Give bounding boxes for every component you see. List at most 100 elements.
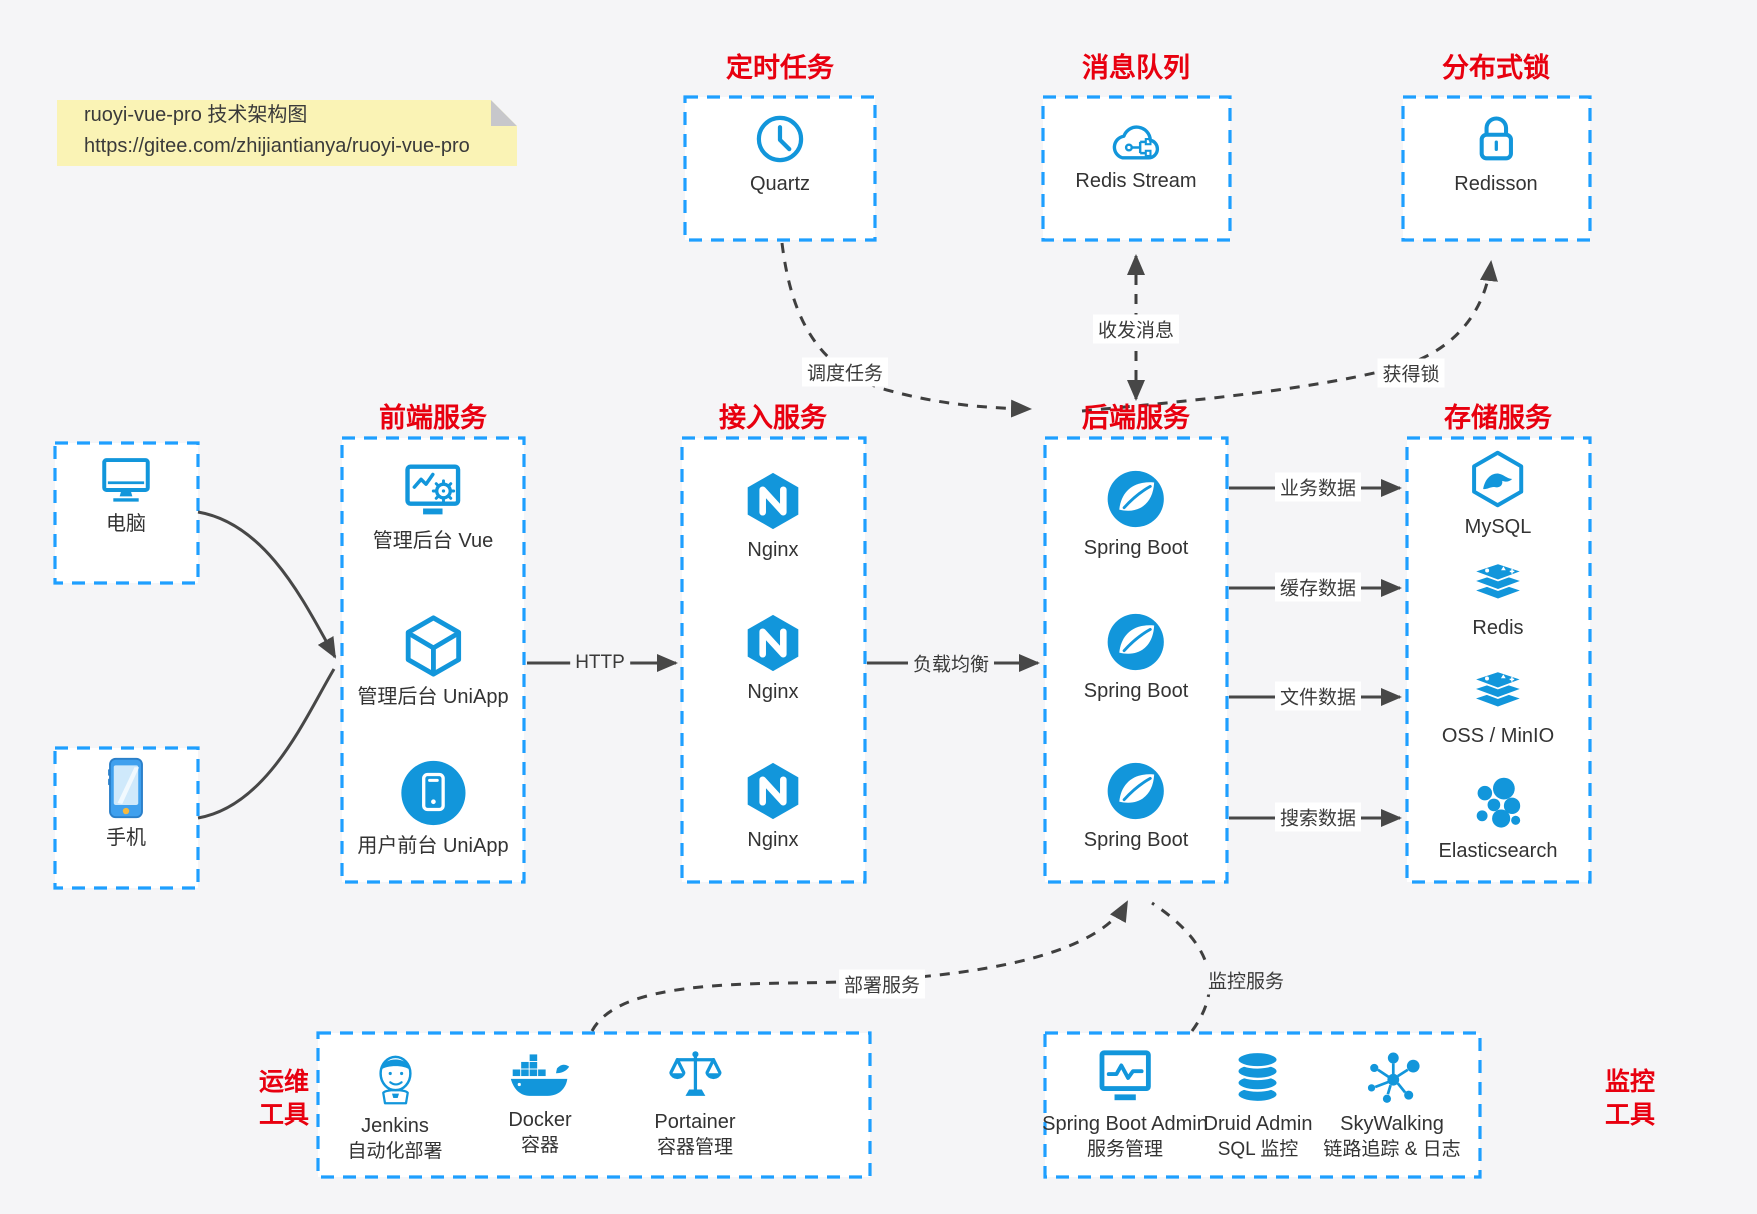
monitoring-tools-label: 监控 工具: [1605, 1066, 1655, 1132]
item-label: Nginx: [747, 829, 799, 851]
item-label: Portainer: [654, 1111, 736, 1133]
spring-leaf-icon: [1107, 762, 1165, 820]
mysql-dolphin-icon: [1472, 450, 1524, 508]
section-title-backend: 后端服务: [1082, 403, 1190, 433]
frontend-item-admin-uniapp: 管理后台 UniApp: [357, 613, 509, 709]
item-label: 电脑: [106, 513, 146, 535]
item-label: 管理后台 UniApp: [357, 686, 509, 708]
ops-item-jenkins: Jenkins 自动化部署: [347, 1046, 443, 1163]
item-label: Jenkins: [361, 1115, 429, 1137]
note-title: ruoyi-vue-pro 技术架构图: [84, 104, 308, 126]
ops-tools-box: [316, 1031, 872, 1179]
cloud-queue-icon: [1112, 125, 1159, 160]
lock-box: [1401, 95, 1592, 242]
scheduler-box: [683, 95, 877, 242]
monitoring-item-skywalking: SkyWalking 链路追踪 & 日志: [1323, 1048, 1461, 1161]
sticky-note: ruoyi-vue-pro 技术架构图 https://gitee.com/zh…: [57, 100, 517, 166]
edge-phone-to-frontend: [197, 668, 336, 820]
uniapp-cube-icon: [405, 615, 461, 677]
node-graph-icon: [1367, 1052, 1420, 1103]
item-label: Quartz: [749, 173, 811, 195]
scales-icon: [668, 1051, 722, 1096]
ops-label-line2: 工具: [258, 1101, 310, 1129]
item-desc: 自动化部署: [347, 1141, 443, 1162]
monitoring-item-sba: Spring Boot Admin 服务管理: [1042, 1048, 1208, 1161]
edge-label-acquire-lock: 获得锁: [1377, 358, 1445, 388]
storage-item-oss-minio: OSS / MinIO: [1442, 668, 1554, 748]
edge-schedule-task-arrow: [780, 242, 1032, 418]
item-desc: 服务管理: [1086, 1139, 1163, 1160]
storage-item-elasticsearch: Elasticsearch: [1438, 775, 1558, 863]
ops-item-portainer: Portainer 容器管理: [654, 1048, 736, 1159]
jenkins-icon: [378, 1055, 412, 1105]
gateway-item-nginx-2: Nginx: [743, 612, 803, 704]
section-title-storage: 存储服务: [1444, 403, 1552, 433]
backend-item-spring-3: Spring Boot: [1083, 760, 1189, 852]
lock-item-redisson: Redisson: [1454, 110, 1538, 196]
storage-item-redis: Redis: [1469, 560, 1527, 640]
edge-label-http: HTTP: [570, 651, 630, 675]
item-label: OSS / MinIO: [1441, 725, 1555, 747]
item-label: Spring Boot: [1083, 537, 1189, 559]
edge-deploy-service-arrow: [590, 900, 1129, 1032]
edge-label-file-data: 文件数据: [1274, 681, 1362, 711]
item-label: 用户前台 UniApp: [357, 835, 509, 857]
ops-tools-label: 运维 工具: [259, 1066, 309, 1132]
mobile-app-icon: [400, 760, 466, 826]
section-title-mq: 消息队列: [1082, 53, 1190, 83]
item-label: Nginx: [747, 681, 799, 703]
section-title-frontend: 前端服务: [379, 403, 487, 433]
item-label: Elasticsearch: [1438, 840, 1558, 862]
gateway-item-nginx-3: Nginx: [743, 760, 803, 852]
edge-label-schedule-task: 调度任务: [801, 357, 889, 387]
edge-label-send-receive-message: 收发消息: [1092, 314, 1180, 344]
note-url: https://gitee.com/zhijiantianya/ruoyi-vu…: [84, 135, 470, 157]
ops-label-line1: 运维: [258, 1068, 310, 1096]
docker-whale-icon: [510, 1054, 570, 1096]
mq-box: [1041, 95, 1232, 242]
edge-label-search-data: 搜索数据: [1274, 802, 1362, 832]
backend-item-spring-2: Spring Boot: [1083, 611, 1189, 703]
item-label: Spring Boot: [1083, 829, 1189, 851]
edge-monitor-service-arrow: [1151, 901, 1211, 1032]
database-icon: [1236, 1050, 1280, 1104]
redis-stack-icon: [1470, 562, 1526, 601]
client-item-phone: 手机: [103, 756, 149, 850]
admin-dashboard-icon: [405, 464, 461, 515]
frontend-item-user-uniapp: 用户前台 UniApp: [357, 758, 509, 858]
item-label: Redis Stream: [1075, 170, 1197, 192]
nginx-icon: [747, 614, 799, 672]
client-item-pc: 电脑: [97, 454, 155, 536]
item-desc: 容器管理: [656, 1137, 733, 1158]
nginx-icon: [747, 762, 799, 820]
section-title-gateway: 接入服务: [719, 403, 827, 433]
item-desc: 链路追踪 & 日志: [1323, 1139, 1461, 1160]
edge-label-cache-data: 缓存数据: [1274, 572, 1362, 602]
edge-label-monitor-service: 监控服务: [1202, 965, 1290, 995]
nginx-icon: [747, 472, 799, 530]
item-label: MySQL: [1464, 516, 1532, 538]
smartphone-icon: [108, 757, 143, 819]
item-label: 手机: [106, 827, 146, 849]
clock-icon: [756, 115, 804, 163]
monitoring-item-druid: Druid Admin SQL 监控: [1204, 1048, 1312, 1161]
gateway-item-nginx-1: Nginx: [743, 470, 803, 562]
item-label: Redisson: [1454, 173, 1538, 195]
edge-pc-to-frontend: [197, 510, 337, 659]
item-label: Nginx: [747, 539, 799, 561]
monitoring-label-line2: 工具: [1604, 1101, 1656, 1129]
item-label: Spring Boot: [1083, 680, 1189, 702]
monitor-chart-icon: [1099, 1050, 1151, 1101]
item-label: Redis: [1472, 617, 1524, 639]
item-label: SkyWalking: [1340, 1113, 1444, 1135]
storage-stack-icon: [1470, 670, 1526, 709]
backend-item-spring-1: Spring Boot: [1083, 468, 1189, 560]
item-label: Docker: [508, 1109, 572, 1131]
item-label: Spring Boot Admin: [1042, 1113, 1208, 1135]
section-title-lock: 分布式锁: [1442, 53, 1550, 83]
item-desc: 容器: [520, 1135, 559, 1156]
item-label: 管理后台 Vue: [372, 530, 494, 552]
section-title-scheduler: 定时任务: [726, 53, 834, 83]
spring-leaf-icon: [1107, 613, 1165, 671]
